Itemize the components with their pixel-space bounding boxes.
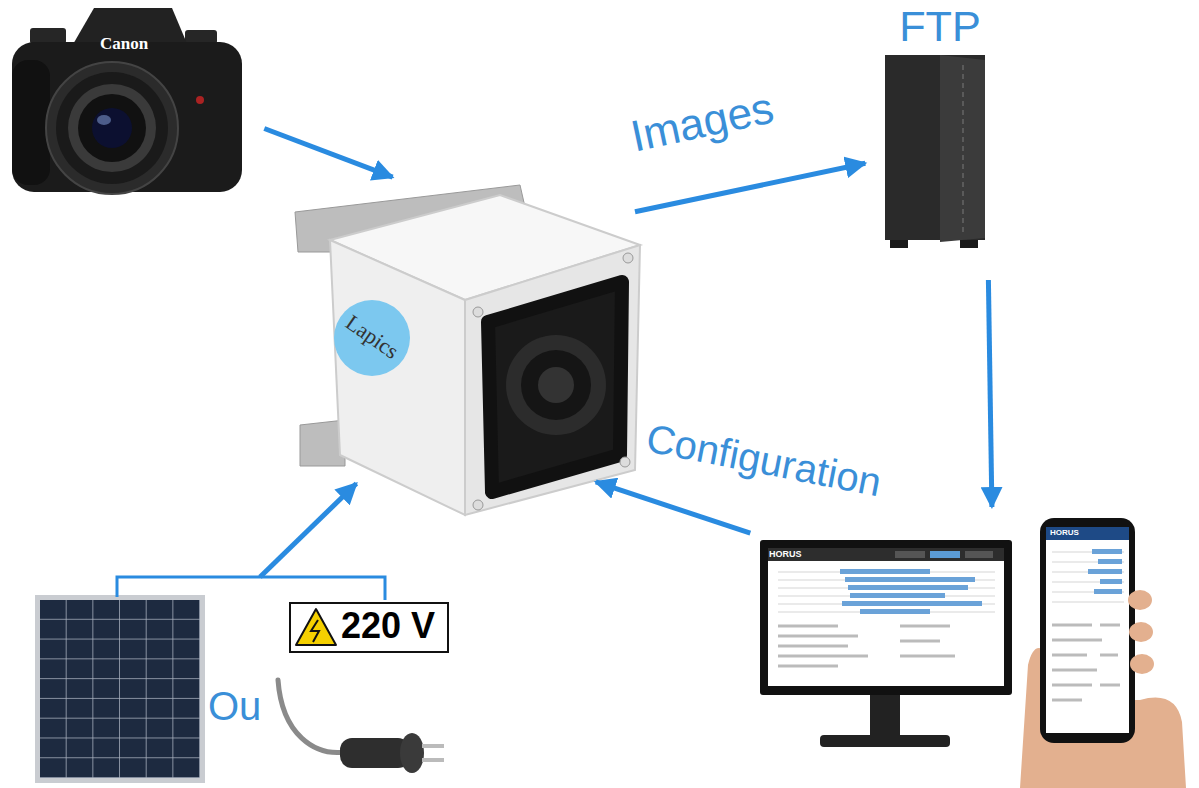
- schedule-bar: [860, 609, 930, 614]
- monitor-frame: [760, 540, 1012, 695]
- screw: [620, 457, 630, 467]
- box-front: [465, 245, 640, 515]
- camera-lens: [56, 72, 168, 184]
- screw: [623, 253, 633, 263]
- phone: [1020, 518, 1186, 788]
- finger: [1130, 654, 1154, 674]
- edge-label: Images: [627, 85, 777, 158]
- schedule-bar: [845, 577, 975, 582]
- camera-lens: [78, 94, 146, 162]
- lapics-box: [295, 185, 640, 515]
- plug-pin: [422, 744, 444, 748]
- lens-window: [488, 282, 622, 492]
- monitor-screen: [768, 548, 1004, 686]
- logo-text: Lapics: [331, 304, 412, 370]
- panel-cells: [40, 600, 200, 778]
- schedule-bar: [840, 569, 930, 574]
- solar-panel: [35, 595, 205, 783]
- supply-bracket: [117, 577, 385, 600]
- phone-bar: [1092, 549, 1122, 554]
- finger: [1128, 590, 1152, 610]
- mains-plug: [278, 603, 448, 773]
- flow-arrow: [264, 129, 392, 178]
- camera-dot: [196, 96, 204, 104]
- screen-header: [768, 548, 1004, 561]
- box-lens: [506, 335, 606, 435]
- server-heading: FTP: [880, 5, 1000, 48]
- monitor: [760, 540, 1012, 747]
- monitor-base: [820, 735, 950, 747]
- screw: [473, 307, 483, 317]
- monitor-neck: [870, 695, 900, 737]
- box-lens: [538, 367, 574, 403]
- server-foot: [960, 240, 978, 248]
- finger: [1129, 622, 1153, 642]
- plug-body: [340, 738, 410, 768]
- camera-box-node: Lapics: [290, 180, 635, 480]
- camera-node: Canon: [5, 5, 255, 200]
- clients-node: HORUS HORUS: [755, 512, 1185, 765]
- server-vent: [962, 65, 964, 232]
- camera-dial: [185, 30, 217, 44]
- camera-lens: [68, 84, 156, 172]
- flow-arrow: [596, 482, 751, 533]
- brand-text: Canon: [100, 35, 148, 52]
- screen-tab: [930, 551, 960, 558]
- phone-bar: [1100, 579, 1122, 584]
- ftp-server-node: FTP: [880, 5, 1000, 250]
- server: [885, 55, 985, 248]
- camera-dial: [30, 28, 66, 44]
- schedule-bar: [842, 601, 982, 606]
- phone-header: [1046, 527, 1129, 540]
- lightning-symbol: [311, 620, 319, 642]
- cable: [278, 680, 345, 752]
- phone-screen: [1046, 527, 1129, 733]
- panel-frame: [35, 595, 205, 783]
- power-node: 220 V: [25, 577, 455, 785]
- phone-body: [1040, 518, 1135, 743]
- flow-arrow: [988, 280, 992, 507]
- voltage-text: 220 V: [341, 608, 435, 644]
- server-front: [940, 55, 985, 242]
- camera-lens: [92, 108, 132, 148]
- app-name: HORUS: [769, 550, 802, 559]
- camera-lens: [46, 62, 178, 194]
- server-foot: [890, 240, 908, 248]
- app-name: HORUS: [1050, 529, 1079, 537]
- lens-highlight: [97, 115, 111, 125]
- phone-lines: [1052, 625, 1120, 700]
- warning-sign: [290, 603, 448, 652]
- plug-face: [400, 733, 424, 773]
- screen-tab: [965, 551, 993, 558]
- phone-bar: [1098, 559, 1122, 564]
- phone-bar: [1094, 589, 1122, 594]
- screen-tab: [895, 551, 925, 558]
- schedule-bar: [848, 585, 968, 590]
- phone-bar: [1088, 569, 1122, 574]
- phone-grid: [1052, 552, 1124, 602]
- screw: [473, 500, 483, 510]
- box-side: [330, 240, 465, 515]
- box-lens: [521, 350, 591, 420]
- flow-arrow: [260, 484, 356, 578]
- flow-arrow: [635, 163, 865, 212]
- warning-triangle: [296, 609, 336, 645]
- settings-lines: [778, 626, 955, 666]
- alternative-text: Ou: [208, 686, 261, 726]
- schedule-bar: [850, 593, 945, 598]
- camera-grip: [12, 60, 50, 185]
- camera: [12, 8, 242, 194]
- plug-pin: [422, 758, 444, 762]
- edge-label: Configuration: [643, 418, 884, 503]
- schedule-grid: [778, 572, 995, 612]
